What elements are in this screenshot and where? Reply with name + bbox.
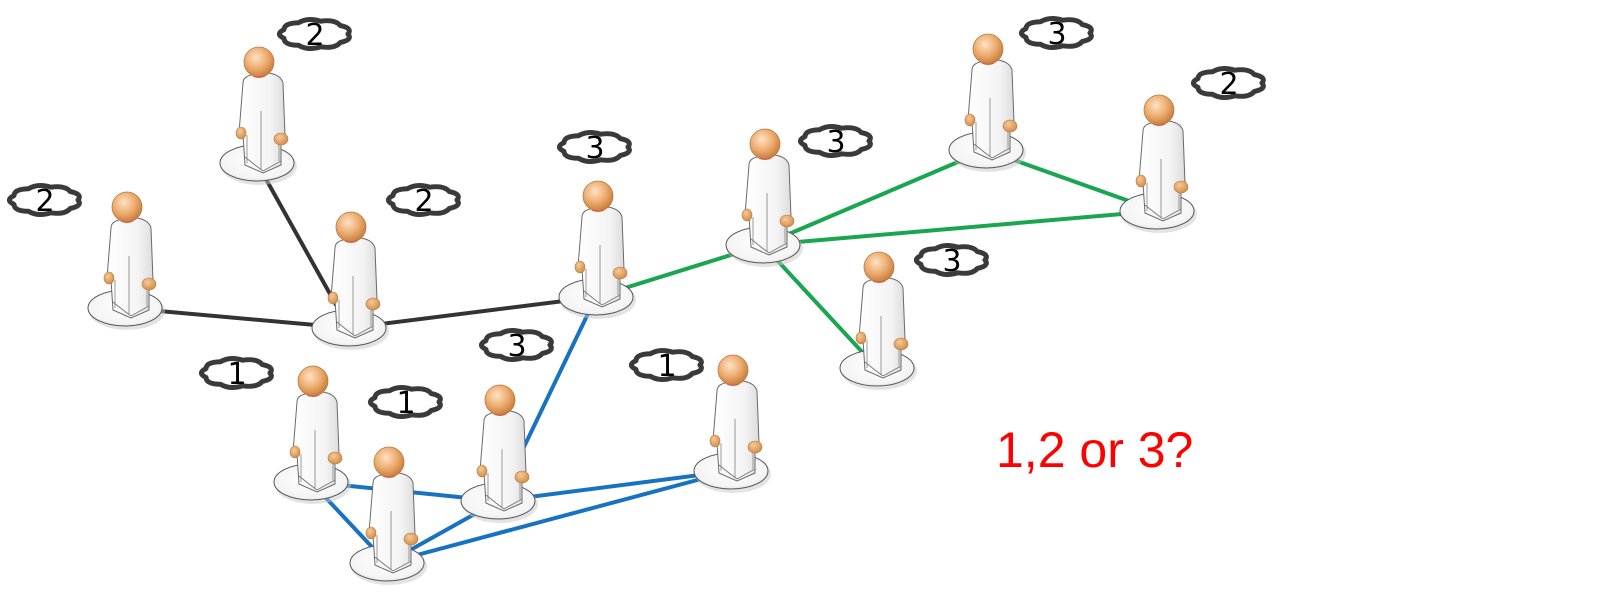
person-icon xyxy=(476,384,530,512)
person-icon xyxy=(574,180,628,308)
edge-blue-J-L xyxy=(385,469,733,565)
opinion-label: 2 xyxy=(35,184,54,219)
cloud-icon xyxy=(6,182,82,218)
person-icon xyxy=(235,46,289,174)
cloud-icon xyxy=(367,384,443,420)
head-icon xyxy=(863,251,895,283)
nodes-layer: 3 2 2 3 3 2 2 3 1 1 3 1 xyxy=(6,15,1266,585)
head-icon xyxy=(243,46,275,78)
person-node-C: 2 xyxy=(311,182,461,350)
person-icon xyxy=(103,191,157,319)
head-icon xyxy=(582,180,614,212)
thought-cloud: 1 xyxy=(198,355,274,392)
opinion-label: 3 xyxy=(826,125,845,160)
thought-cloud: 3 xyxy=(1018,15,1094,52)
edge-green-E-F xyxy=(761,148,988,247)
person-node-K: 3 xyxy=(460,327,554,523)
thought-cloud: 1 xyxy=(628,347,704,384)
person-node-F: 3 xyxy=(948,15,1094,172)
edge-green-E-H xyxy=(761,243,879,370)
person-icon xyxy=(964,33,1018,161)
thought-cloud: 3 xyxy=(556,129,632,166)
thought-cloud: 2 xyxy=(1190,65,1266,102)
edge-black-C-D xyxy=(347,295,598,330)
head-icon xyxy=(373,446,405,478)
person-node-L: 1 xyxy=(628,347,771,493)
opinion-label: 2 xyxy=(1219,67,1238,102)
thought-cloud: 2 xyxy=(276,16,352,53)
person-icon xyxy=(289,365,343,493)
opinion-label: 2 xyxy=(305,18,324,53)
head-icon xyxy=(484,384,516,416)
cloud-icon xyxy=(797,123,873,159)
person-node-B: 2 xyxy=(6,182,165,330)
cloud-icon xyxy=(913,242,989,278)
opinion-label: 3 xyxy=(942,244,961,279)
person-icon xyxy=(365,446,419,574)
person-node-H: 3 xyxy=(839,242,989,390)
opinion-label: 3 xyxy=(1047,17,1066,52)
thought-cloud: 3 xyxy=(797,123,873,160)
thought-cloud: 1 xyxy=(367,384,443,421)
cloud-icon xyxy=(385,182,461,218)
cloud-icon xyxy=(276,16,352,52)
opinion-label: 1 xyxy=(396,386,415,421)
cloud-icon xyxy=(1018,15,1094,51)
cloud-icon xyxy=(556,129,632,165)
thought-cloud: 3 xyxy=(478,327,554,364)
opinion-label: 1 xyxy=(227,357,246,392)
thought-cloud: 3 xyxy=(913,242,989,279)
head-icon xyxy=(749,128,781,160)
question-text: 1,2 or 3? xyxy=(996,422,1194,478)
head-icon xyxy=(297,365,329,397)
person-icon xyxy=(327,211,381,339)
head-icon xyxy=(335,211,367,243)
person-node-A: 2 xyxy=(219,16,352,185)
person-node-J: 1 xyxy=(349,384,443,585)
person-node-E: 3 xyxy=(725,123,873,267)
cloud-icon xyxy=(478,327,554,363)
head-icon xyxy=(1143,94,1175,126)
person-node-I: 1 xyxy=(198,355,351,504)
opinion-label: 1 xyxy=(657,349,676,384)
person-icon xyxy=(709,354,763,482)
opinion-label: 3 xyxy=(507,329,526,364)
opinion-label: 2 xyxy=(414,184,433,219)
cloud-icon xyxy=(198,355,274,391)
person-node-D: 3 xyxy=(556,129,636,319)
cloud-icon xyxy=(628,347,704,383)
person-icon xyxy=(741,128,795,256)
thought-cloud: 2 xyxy=(385,182,461,219)
cloud-icon xyxy=(1190,65,1266,101)
thought-cloud: 2 xyxy=(6,182,82,219)
head-icon xyxy=(111,191,143,223)
person-node-G: 2 xyxy=(1119,65,1266,233)
edge-blue-K-L xyxy=(496,469,733,503)
opinion-label: 3 xyxy=(585,131,604,166)
edge-green-E-G xyxy=(761,209,1159,247)
head-icon xyxy=(717,354,749,386)
head-icon xyxy=(972,33,1004,65)
person-icon xyxy=(1135,94,1189,222)
person-icon xyxy=(855,251,909,379)
